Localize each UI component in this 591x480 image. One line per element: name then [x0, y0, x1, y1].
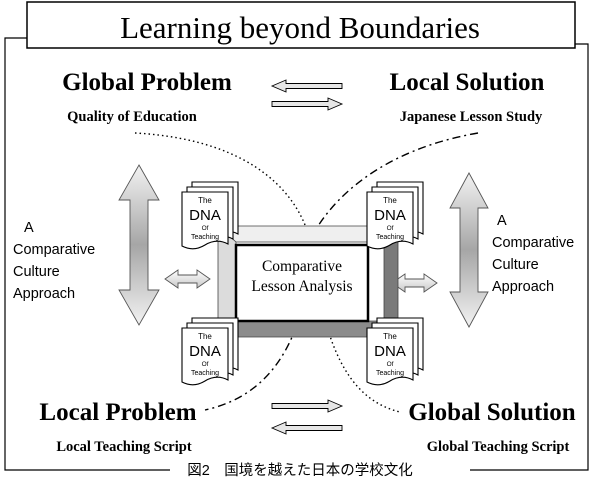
dna-doc-main-text: DNA — [374, 343, 406, 360]
approach-right-line: Approach — [492, 279, 554, 295]
center-box-line1: Comparative — [262, 258, 342, 275]
global-problem-sub: Quality of Education — [67, 109, 197, 125]
dna-doc-of-text: Of — [202, 225, 209, 232]
approach-left-line: Approach — [13, 286, 75, 302]
dna-doc-main-text: DNA — [189, 343, 221, 360]
approach-left-line: Comparative — [13, 242, 95, 258]
local-solution-sub: Japanese Lesson Study — [400, 109, 543, 125]
approach-label-right: A Comparative Culture Approach — [492, 213, 574, 295]
global-solution-sub: Global Teaching Script — [427, 439, 570, 455]
approach-right-line: Comparative — [492, 235, 574, 251]
dna-doc-teaching-text: Teaching — [191, 370, 219, 377]
global-solution-heading: Global Solution — [408, 399, 576, 426]
approach-left-line: Culture — [13, 264, 60, 280]
top-arrow-right — [271, 97, 344, 111]
outer-frame — [4, 37, 170, 471]
title-text: Learning beyond Boundaries — [120, 10, 480, 45]
bottom-arrow-right — [271, 399, 344, 413]
dna-doc-page — [366, 191, 414, 250]
approach-left-line: A — [24, 220, 34, 236]
dna-doc-page — [366, 327, 414, 386]
local-solution-heading: Local Solution — [390, 69, 545, 96]
dna-doc-page — [181, 327, 229, 386]
global-problem-heading: Global Problem — [62, 69, 232, 96]
approach-right-line: Culture — [492, 257, 539, 273]
dna-doc-page — [181, 191, 229, 250]
dna-doc-teaching-text: Teaching — [376, 370, 404, 377]
left-small-double-arrow — [164, 269, 211, 289]
dna-doc-teaching-text: Teaching — [376, 234, 404, 241]
dna-doc-main-text: DNA — [189, 207, 221, 224]
right-vertical-double-arrow — [449, 172, 489, 328]
dotted-curve-top-left — [134, 132, 311, 241]
dna-doc-the-text: The — [198, 332, 212, 341]
center-box-line2: Lesson Analysis — [251, 278, 352, 295]
local-problem-heading: Local Problem — [39, 399, 196, 426]
comparative-lesson-analysis-box — [234, 243, 370, 323]
figure-caption: 図2 国境を越えた日本の学校文化 — [187, 461, 413, 479]
bottom-arrow-left — [270, 421, 343, 435]
left-vertical-double-arrow — [118, 164, 160, 326]
title-box — [26, 1, 576, 49]
approach-label-left: A Comparative Culture Approach — [13, 220, 95, 302]
dna-doc-the-text: The — [383, 332, 397, 341]
local-problem-sub: Local Teaching Script — [56, 439, 192, 455]
dna-doc-teaching-text: Teaching — [191, 234, 219, 241]
dna-doc-the-text: The — [383, 196, 397, 205]
right-small-double-arrow — [391, 273, 438, 293]
dna-doc-main-text: DNA — [374, 207, 406, 224]
top-arrow-left — [270, 79, 343, 93]
dna-doc-of-text: Of — [202, 361, 209, 368]
dna-doc-of-text: Of — [387, 225, 394, 232]
dna-doc-of-text: Of — [387, 361, 394, 368]
approach-right-line: A — [497, 213, 507, 229]
dna-doc-the-text: The — [198, 196, 212, 205]
dashdot-curve-bottom-left — [204, 291, 307, 411]
dna-document-group: TheDNAOfTeachingTheDNAOfTeachingTheDNAOf… — [181, 181, 424, 386]
